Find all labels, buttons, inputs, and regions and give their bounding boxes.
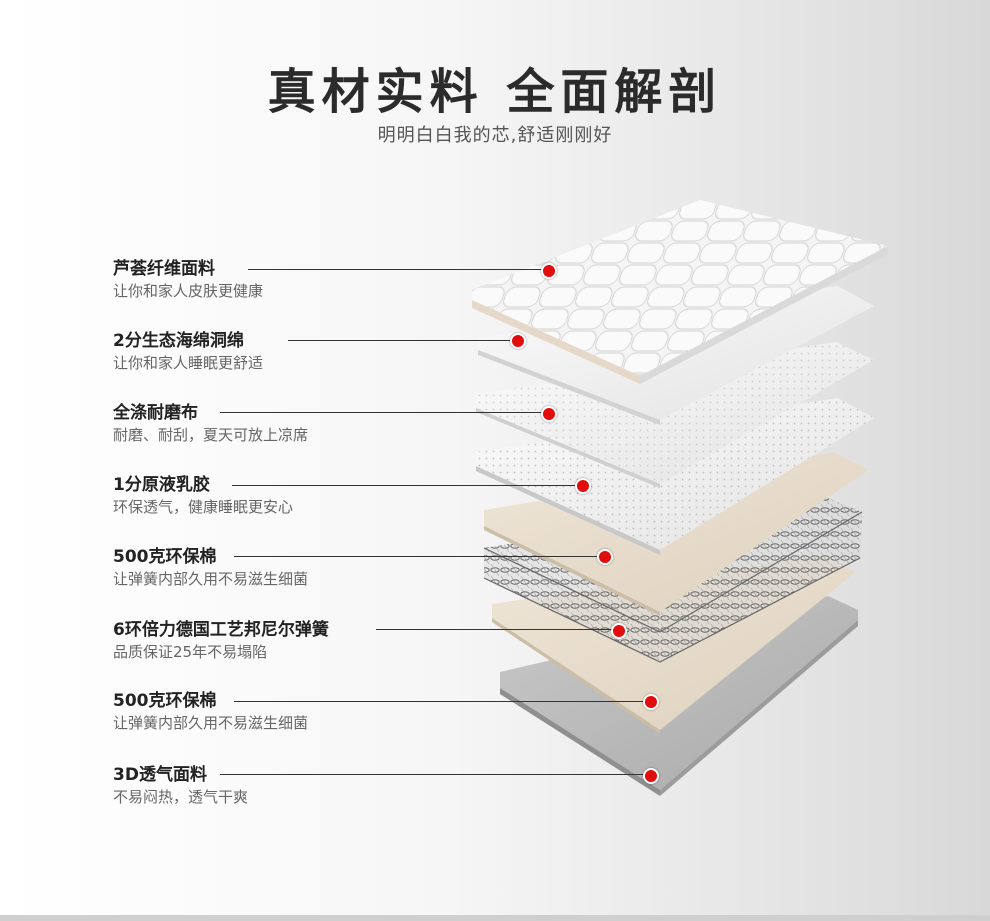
leader-line: [234, 556, 598, 557]
layer-desc: 让弹簧内部久用不易滋生细菌: [113, 714, 309, 732]
marker-dot: [575, 478, 591, 494]
leader-line: [248, 269, 542, 270]
layer-label-8: 3D透气面料 不易闷热，透气干爽: [113, 764, 248, 808]
layer-desc: 让弹簧内部久用不易滋生细菌: [113, 570, 309, 588]
leader-line: [220, 412, 542, 413]
layer-label-1: 芦荟纤维面料 让你和家人皮肤更健康: [113, 258, 263, 302]
leader-line: [376, 629, 612, 630]
layer-name: 1分原液乳胶: [113, 475, 210, 495]
leader-line: [220, 774, 644, 775]
layer-desc: 耐磨、耐刮，夏天可放上凉席: [113, 426, 309, 444]
marker-dot: [643, 768, 659, 784]
layer-desc: 品质保证25年不易塌陷: [113, 643, 268, 661]
layer-aloe-fabric: [472, 200, 888, 384]
layer-name: 芦荟纤维面料: [113, 259, 215, 279]
marker-dot: [541, 406, 557, 422]
marker-dot: [597, 549, 613, 565]
layer-name: 500克环保棉: [113, 547, 217, 567]
layer-name: 全涤耐磨布: [113, 403, 198, 423]
layer-label-4: 1分原液乳胶 环保透气，健康睡眠更安心: [113, 474, 293, 518]
layer-polyester: [476, 342, 874, 488]
marker-dot: [510, 333, 526, 349]
marker-dot: [643, 694, 659, 710]
leader-line: [234, 701, 644, 702]
layer-name: 6环倍力德国工艺邦尼尔弹簧: [113, 620, 329, 640]
bottom-bar: [0, 915, 990, 921]
layer-label-2: 2分生态海绵洞绵 让你和家人睡眠更舒适: [113, 330, 263, 374]
layer-label-7: 500克环保棉 让弹簧内部久用不易滋生细菌: [113, 690, 308, 734]
layer-label-6: 6环倍力德国工艺邦尼尔弹簧 品质保证25年不易塌陷: [113, 619, 329, 663]
page-title: 真材实料 全面解剖: [267, 64, 723, 120]
layer-desc: 环保透气，健康睡眠更安心: [113, 498, 294, 516]
layer-name: 2分生态海绵洞绵: [113, 331, 244, 351]
layer-desc: 不易闷热，透气干爽: [113, 788, 249, 806]
marker-dot: [541, 263, 557, 279]
layer-label-3: 全涤耐磨布 耐磨、耐刮，夏天可放上凉席: [113, 402, 308, 446]
layer-label-5: 500克环保棉 让弹簧内部久用不易滋生细菌: [113, 546, 308, 590]
leader-line: [232, 485, 576, 486]
layer-desc: 让你和家人睡眠更舒适: [113, 354, 264, 372]
marker-dot: [611, 623, 627, 639]
layer-desc: 让你和家人皮肤更健康: [113, 282, 264, 300]
page-subtitle: 明明白白我的芯,舒适刚刚好: [377, 125, 613, 146]
leader-line: [288, 340, 512, 341]
layer-name: 3D透气面料: [113, 765, 207, 785]
layer-name: 500克环保棉: [113, 691, 217, 711]
